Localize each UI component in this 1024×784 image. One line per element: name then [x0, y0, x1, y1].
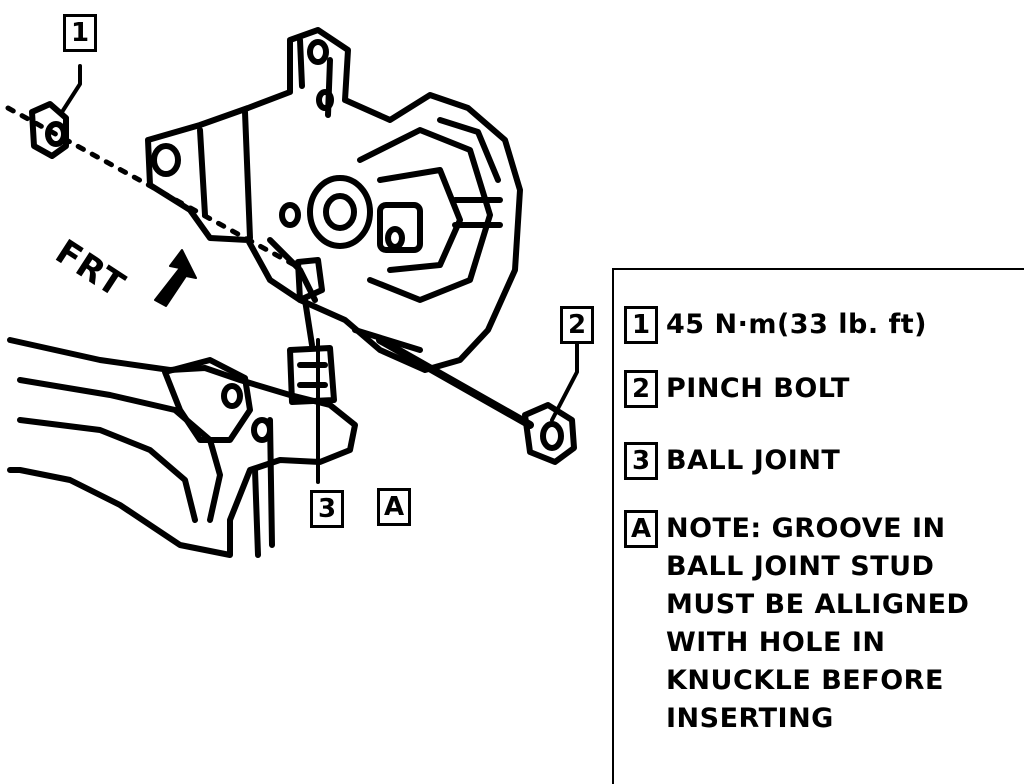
- legend-item-3: 3 BALL JOINT: [624, 442, 840, 480]
- legend-panel: 1 45 N·m(33 lb. ft) 2 PINCH BOLT 3 BALL …: [612, 268, 1024, 784]
- lower-control-arm: [7, 337, 358, 558]
- callout-3: 3: [310, 490, 344, 528]
- legend-item-2: 2 PINCH BOLT: [624, 370, 850, 408]
- leader-line-2: [550, 342, 579, 422]
- ball-joint-stud: [287, 257, 337, 405]
- pinch-bolt: [376, 336, 577, 465]
- legend-key-1: 1: [624, 306, 658, 344]
- legend-text-1: 45 N·m(33 lb. ft): [666, 309, 928, 340]
- legend-text-2: PINCH BOLT: [666, 373, 850, 404]
- legend-key-3: 3: [624, 442, 658, 480]
- callout-1: 1: [63, 14, 97, 52]
- front-arrow-icon: [154, 249, 197, 307]
- legend-text-3: BALL JOINT: [666, 445, 841, 476]
- legend-key-2: 2: [624, 370, 658, 408]
- legend-text-a: NOTE: GROOVE IN BALL JOINT STUD MUST BE …: [666, 513, 970, 734]
- leader-line-1: [60, 64, 82, 114]
- callout-a: A: [377, 488, 411, 526]
- legend-key-a: A: [624, 510, 658, 548]
- legend-item-1: 1 45 N·m(33 lb. ft): [624, 306, 927, 344]
- callout-2: 2: [560, 306, 594, 344]
- legend-item-a: A NOTE: GROOVE IN BALL JOINT STUD MUST B…: [624, 510, 969, 738]
- steering-knuckle: [145, 27, 523, 373]
- nut-part: [29, 101, 69, 159]
